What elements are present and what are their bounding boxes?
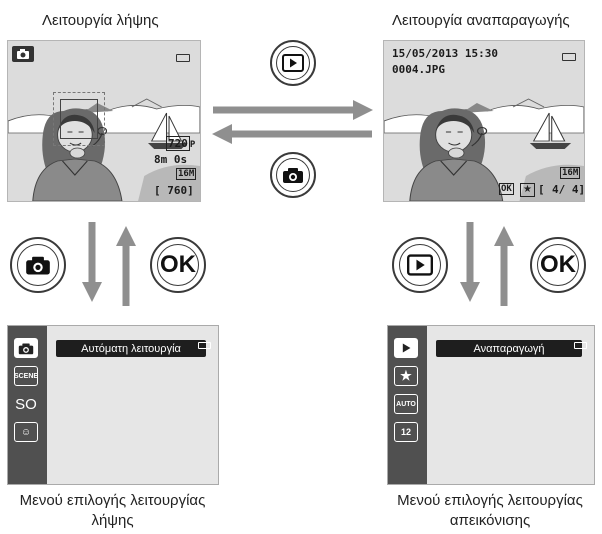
frame-counter: 4/ 4] [552, 183, 585, 196]
scene-icon[interactable]: SCENE [14, 366, 38, 386]
playback-menu-caption: Μενού επιλογής λειτουργίας απεικόνισης [378, 491, 602, 531]
remaining-time: 8m 0s [154, 153, 188, 166]
caption-line-1: Μενού επιλογής λειτουργίας [19, 492, 206, 509]
arrowhead-down [460, 282, 480, 302]
ok-button-right[interactable]: OK [530, 237, 586, 293]
playback-filename: 0004.JPG [392, 63, 445, 76]
camera-icon [12, 46, 34, 62]
playback-mode-menu-screen: ★ AUTO 12 Αναπαραγωγή [387, 325, 595, 485]
arrowhead-right [353, 100, 373, 120]
right-vertical-arrows [460, 222, 514, 306]
image-size-indicator: 16M [176, 168, 197, 180]
shoot-button-left[interactable] [10, 237, 66, 293]
battery-icon [176, 54, 190, 62]
playback-button-right[interactable] [392, 237, 448, 293]
camera-icon [283, 168, 303, 183]
battery-icon [198, 342, 211, 349]
arrowhead-up [116, 226, 136, 246]
focus-frame [60, 99, 98, 139]
camera-icon [26, 256, 50, 275]
list-by-date-icon[interactable]: 12 [394, 422, 418, 442]
arrowhead-down [82, 282, 102, 302]
play-icon[interactable] [394, 338, 418, 358]
left-vertical-arrows [82, 222, 136, 306]
playback-screen: 15/05/2013 15:30 0004.JPG 16M OK ★ [ 4/ … [383, 40, 585, 202]
playback-datetime: 15/05/2013 15:30 [392, 47, 498, 60]
playback-button-top[interactable] [270, 40, 316, 86]
auto-sort-icon[interactable]: AUTO [394, 394, 418, 414]
playback-mode-title: Λειτουργία αναπαραγωγής [392, 12, 570, 29]
ok-label: OK [540, 251, 576, 278]
caption-line-1: Μενού επιλογής λειτουργίας [397, 492, 583, 509]
camera-icon[interactable] [14, 338, 38, 358]
smile-icon[interactable]: ☺ [14, 422, 38, 442]
favorite-star-icon: ★ [520, 183, 535, 197]
shooting-mode-title: Λειτουργία λήψης [42, 12, 159, 29]
battery-icon [574, 342, 587, 349]
bracket-mark: [ [538, 183, 545, 196]
caption-line-2: απεικόνισης [449, 512, 531, 529]
image-size-indicator: 16M [560, 167, 581, 179]
battery-icon [562, 53, 576, 61]
focus-frame-outer [53, 92, 105, 146]
ok-label: OK [160, 251, 196, 278]
caption-line-2: λήψης [91, 512, 134, 529]
arrowhead-left [212, 124, 232, 144]
play-icon [282, 54, 304, 72]
mode-switch-arrows [212, 100, 373, 144]
favorites-icon[interactable]: ★ [394, 366, 418, 386]
exposures-remaining: [ 760] [154, 184, 194, 197]
shoot-button-top[interactable] [270, 152, 316, 198]
shooting-mode-menu-screen: SCENE SO ☺ Αυτόματη λειτουργία [7, 325, 219, 485]
arrowhead-up [494, 226, 514, 246]
shooting-menu-caption: Μενού επιλογής λειτουργίας λήψης [0, 491, 225, 531]
menu-selected-label[interactable]: Αυτόματη λειτουργία [56, 340, 206, 357]
play-icon [407, 254, 433, 276]
so-icon[interactable]: SO [15, 395, 37, 413]
ok-button-left[interactable]: OK [150, 237, 206, 293]
menu-selected-label[interactable]: Αναπαραγωγή [436, 340, 582, 357]
ok-indicator: OK [499, 183, 514, 195]
